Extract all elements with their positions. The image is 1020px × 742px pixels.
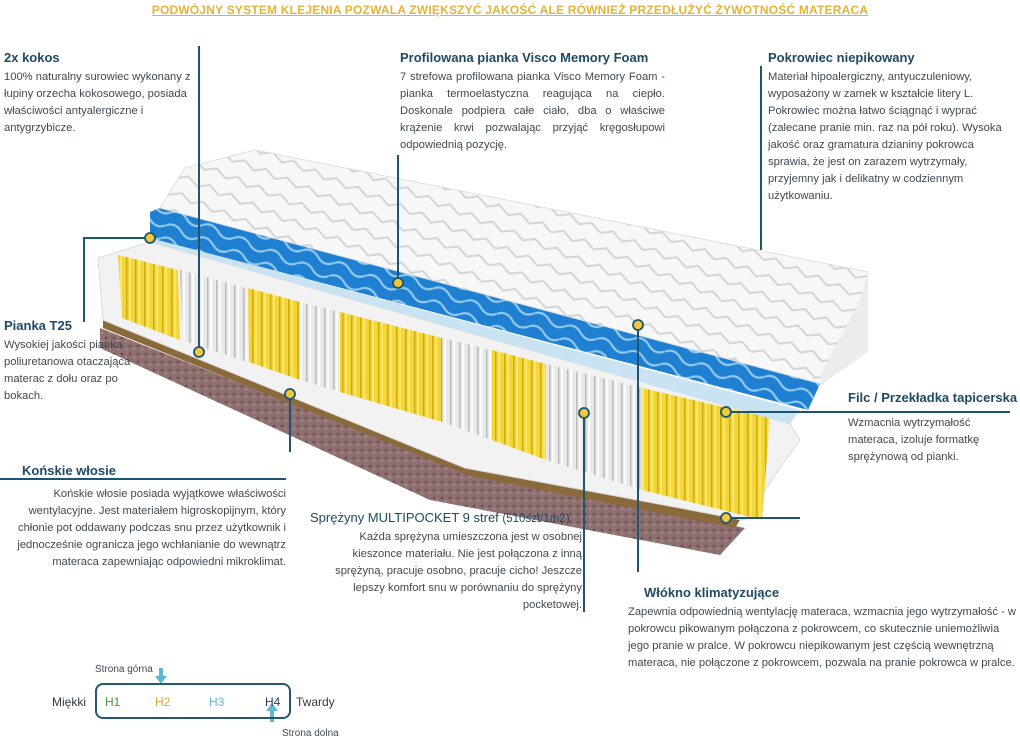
feature-text: Końskie włosie posiada wyjątkowe właściw…	[17, 488, 286, 568]
feature-title: Włókno klimatyzujące	[644, 585, 780, 600]
feature-text: Wzmacnia wytrzymałość materaca, izoluje …	[848, 417, 980, 463]
feature-text: Zapewnia odpowiednią wentylację materaca…	[628, 606, 1017, 669]
feature-sprezyny: Sprężyny MULTIPOCKET 9 stref (510szt/1m2…	[310, 510, 582, 614]
marker-dot	[720, 406, 732, 418]
feature-title: Pokrowiec niepikowany	[768, 50, 915, 65]
hardness-scale: H1 H2 H3 H4	[95, 683, 291, 719]
feature-visco: Profilowana pianka Visco Memory Foam 7 s…	[400, 50, 665, 154]
feature-title-main: Sprężyny MULTIPOCKET 9 stref	[310, 510, 499, 525]
feature-text: 100% naturalny surowiec wykonany z łupin…	[4, 71, 191, 134]
feature-text: Materiał hipoalergiczny, antyuczuleniowy…	[768, 71, 1002, 202]
soft-label: Miękki	[52, 695, 87, 709]
hardness-h3: H3	[209, 695, 225, 709]
springs-yellow-5	[642, 388, 770, 520]
feature-wlosie: Końskie włosie Końskie włosie posiada wy…	[0, 463, 286, 571]
feature-title: Pianka T25	[4, 318, 72, 333]
marker-dot	[578, 407, 590, 419]
top-side-label: Strona górna	[95, 664, 153, 675]
springs-yellow-1	[118, 255, 180, 340]
feature-text: Wysokiej jakości pianka poliuretanowa ot…	[4, 339, 131, 402]
arrow-down-icon	[159, 668, 163, 676]
feature-text: Każda sprężyna umieszczona jest w osobne…	[335, 531, 582, 611]
arrow-up-icon	[266, 703, 278, 711]
top-banner: PODWÓJNY SYSTEM KLEJENIA POZWALA ZWIĘKSZ…	[151, 3, 869, 17]
feature-title: Profilowana pianka Visco Memory Foam	[400, 50, 649, 65]
bottom-side-label: Strona dolna	[282, 728, 339, 739]
springs-yellow-3	[340, 312, 442, 422]
feature-filc: Filc / Przekładka tapicerska Wzmacnia wy…	[848, 390, 1018, 466]
marker-dot	[392, 277, 404, 289]
marker-dot	[720, 512, 732, 524]
marker-dot	[144, 232, 156, 244]
feature-title: Sprężyny MULTIPOCKET 9 stref (510szt/1m2…	[310, 510, 582, 525]
springs-white-2	[300, 302, 340, 392]
springs-yellow-2	[248, 288, 300, 380]
feature-title: 2x kokos	[4, 50, 60, 65]
springs-white-3	[442, 338, 492, 440]
marker-dot	[193, 346, 205, 358]
feature-pokrowiec: Pokrowiec niepikowany Materiał hipoalerg…	[768, 50, 1013, 205]
feature-kokos: 2x kokos 100% naturalny surowiec wykonan…	[4, 50, 204, 137]
hardness-h4: H4	[265, 695, 281, 709]
springs-white-1	[180, 270, 247, 362]
hard-label: Twardy	[296, 695, 335, 709]
springs-white-4	[546, 364, 642, 490]
feature-title: Końskie włosie	[0, 463, 286, 480]
springs-yellow-4	[492, 350, 546, 460]
marker-dot	[632, 319, 644, 331]
cover-side	[820, 272, 868, 384]
hardness-h2: H2	[155, 695, 171, 709]
feature-title-sub: (510szt/1m2)	[502, 513, 570, 525]
feature-pianka: Pianka T25 Wysokiej jakości pianka poliu…	[4, 318, 154, 405]
hardness-h1: H1	[105, 695, 121, 709]
feature-wlokno: Włókno klimatyzujące Zapewnia odpowiedni…	[628, 585, 1018, 672]
marker-dot	[284, 388, 296, 400]
feature-text: 7 strefowa profilowana pianka Visco Memo…	[400, 71, 665, 151]
feature-title: Filc / Przekładka tapicerska	[848, 390, 1018, 405]
